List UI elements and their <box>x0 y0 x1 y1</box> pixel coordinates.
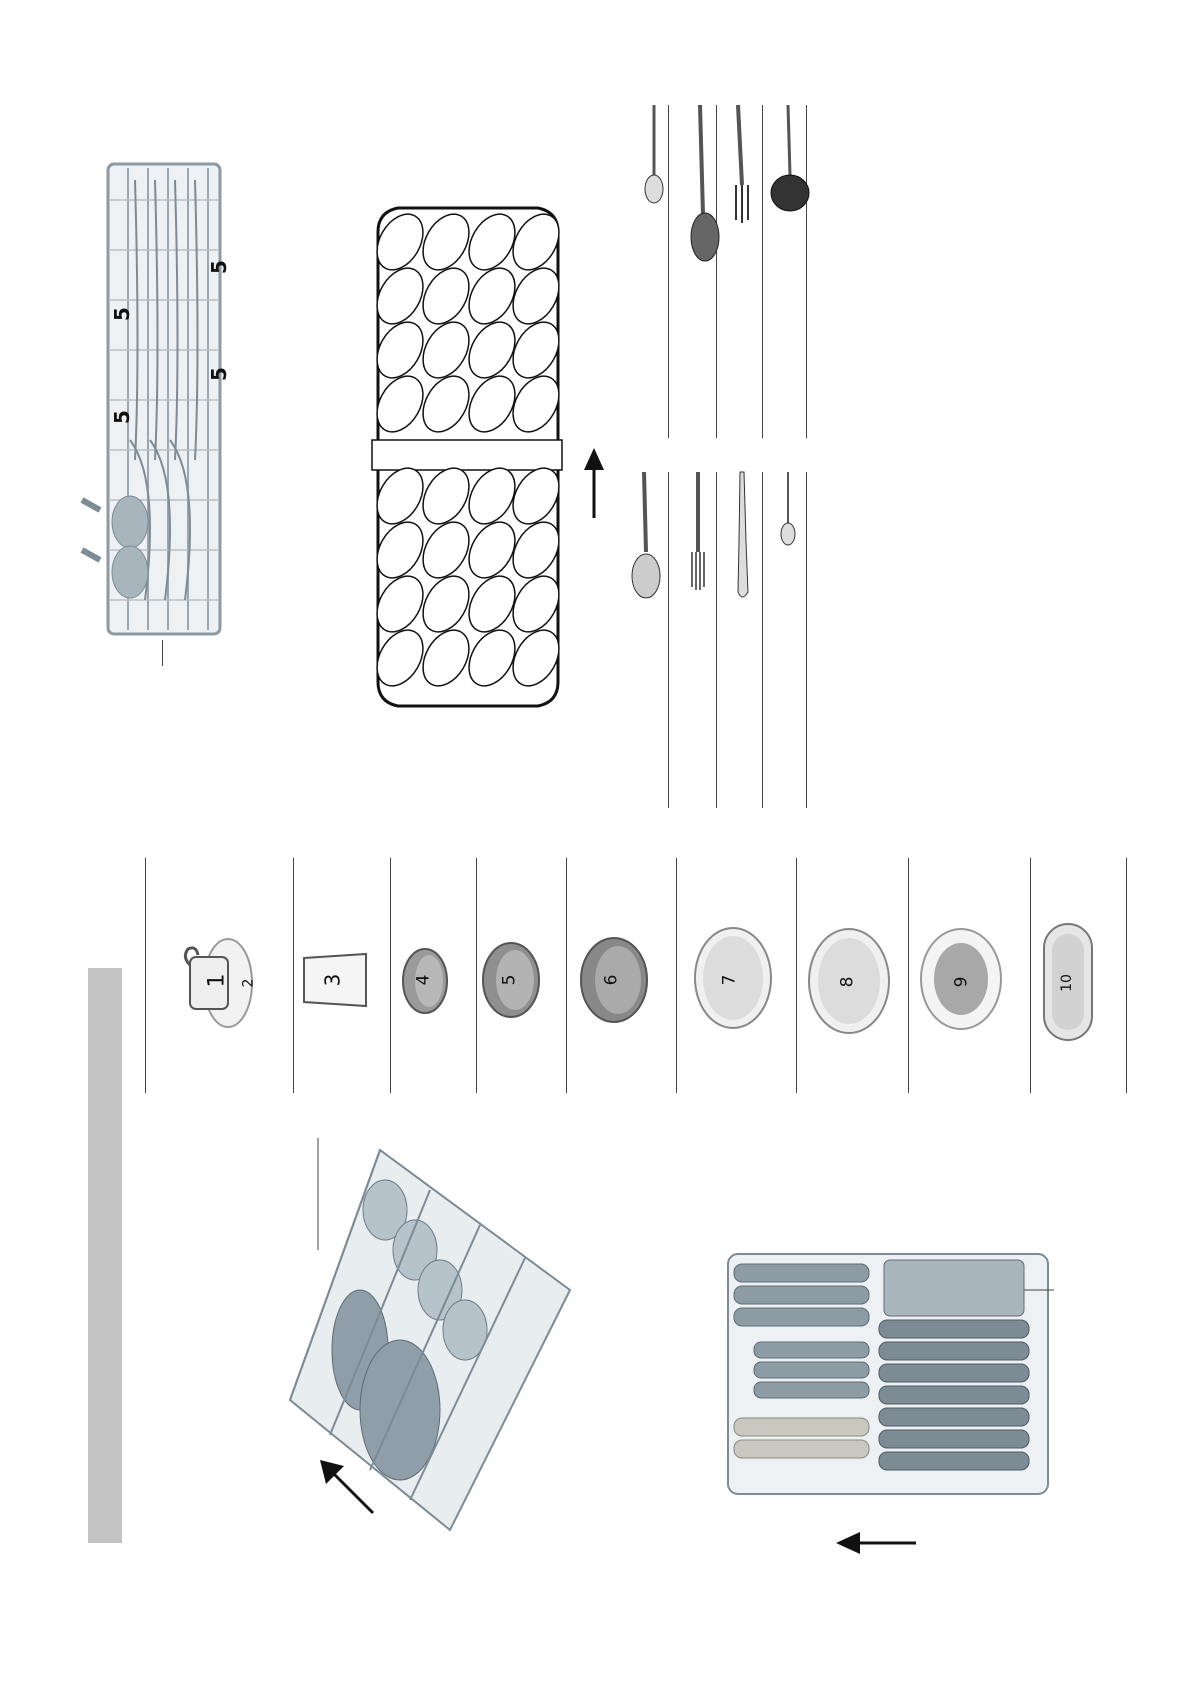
ladle-icon <box>768 105 812 215</box>
dish-type-number: 3 <box>320 974 344 987</box>
dish-type-number: 7 <box>719 975 739 986</box>
soup-spoon-icon <box>628 472 664 602</box>
cutlery-basket-grid <box>368 212 568 712</box>
rack-count-label: 5 <box>207 367 231 381</box>
direction-arrow-diagonal <box>318 1458 378 1518</box>
dish-type-number: 4 <box>413 975 433 986</box>
small-spoon-icon <box>776 472 800 552</box>
dish-type-number: 6 <box>601 975 621 986</box>
rack-count-label: 5 <box>110 410 134 424</box>
cutlery-rack-image <box>100 160 230 640</box>
dish-type-number: 8 <box>837 977 857 988</box>
serving-fork-icon <box>728 105 758 225</box>
rack-count-label: 5 <box>207 260 231 274</box>
direction-arrow-up <box>582 448 606 518</box>
dish-type-number: 9 <box>951 977 971 988</box>
dish-type-sub-number: 2 <box>240 979 256 988</box>
dish-type-number: 1 <box>205 974 230 988</box>
knife-icon <box>730 472 754 602</box>
side-band <box>88 968 122 1543</box>
serving-spoon-icon <box>685 105 725 265</box>
direction-arrow-left <box>836 1530 916 1556</box>
lower-basket-loaded-image <box>724 1250 1054 1500</box>
fork-icon <box>686 472 710 592</box>
dish-type-number: 5 <box>499 975 519 986</box>
rack-count-label: 5 <box>110 307 134 321</box>
rack-pointer-line <box>162 640 163 666</box>
dish-type-number: 10 <box>1059 974 1075 992</box>
teaspoon-icon <box>640 105 670 205</box>
